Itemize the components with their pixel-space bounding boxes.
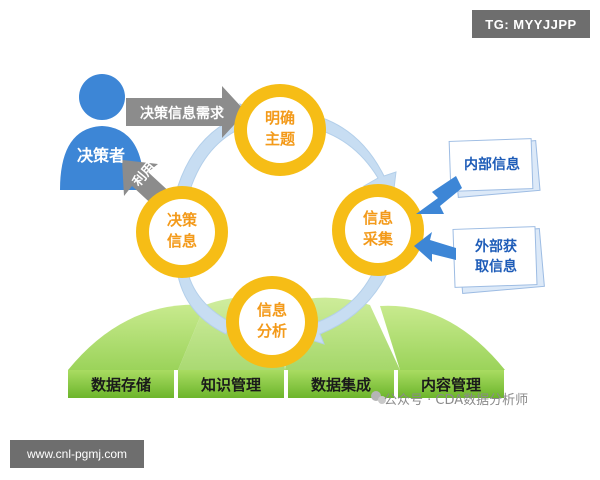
box-data-storage: 数据存储 [90, 375, 151, 394]
watermark-text: 公众号 · CDA数据分析师 [384, 393, 529, 408]
bottom-box-shapes [68, 370, 504, 398]
node-theme: 明确 主题 [264, 109, 295, 148]
demand-arrow [126, 86, 246, 138]
external-info-label: 外部获 取信息 [475, 239, 517, 275]
wechat-logo-icon [371, 391, 386, 404]
demand-arrow-label: 决策信息需求 [140, 106, 224, 122]
box-data-integration: 数据集成 [310, 375, 371, 394]
decision-maker-label: 决策者 [76, 146, 125, 165]
top-badge: TG: MYYJJPP [472, 10, 590, 38]
document-icons [448, 138, 545, 295]
box-knowledge-management: 知识管理 [200, 375, 261, 394]
cycle-node-circles [136, 84, 424, 368]
node-decision-info: 决策 信息 [166, 211, 197, 250]
box-content-management: 内容管理 [420, 375, 481, 394]
node-collect: 信息 采集 [362, 209, 393, 248]
internal-info-label: 内部信息 [464, 157, 520, 173]
bottom-badge: www.cnl-pgmj.com [10, 440, 144, 468]
source-arrows [414, 176, 462, 262]
node-analyze: 信息 分析 [256, 301, 287, 340]
